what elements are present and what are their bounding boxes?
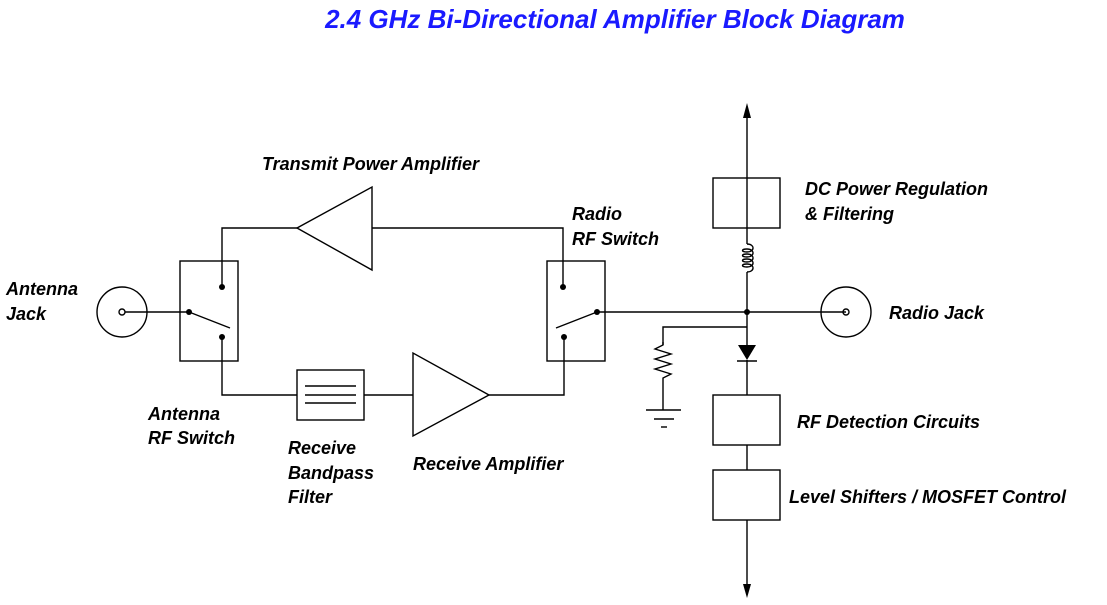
ground-icon bbox=[646, 409, 681, 428]
radio-jack bbox=[820, 286, 872, 338]
radio-rf-switch bbox=[546, 260, 606, 362]
resistor-icon bbox=[652, 342, 674, 410]
inductor-icon bbox=[741, 228, 754, 312]
receive-amplifier bbox=[412, 351, 491, 438]
label-antenna-rf-switch-line1: Antenna bbox=[147, 404, 220, 424]
diagram-title: 2.4 GHz Bi-Directional Amplifier Block D… bbox=[324, 4, 905, 34]
arrow-up-icon bbox=[743, 103, 751, 118]
label-receive-amplifier: Receive Amplifier bbox=[413, 454, 564, 474]
label-radio-rf-switch-line2: RF Switch bbox=[572, 229, 659, 249]
wire-resistor-to-diode bbox=[662, 326, 747, 345]
wire-rx-amp-to-radio-switch bbox=[489, 337, 565, 396]
transmit-power-amplifier bbox=[295, 185, 373, 272]
wire-tx-to-antenna-switch bbox=[221, 227, 297, 287]
label-dc-power-regulation-line1: DC Power Regulation bbox=[805, 179, 988, 199]
label-receive-bandpass-filter-line3: Filter bbox=[288, 487, 333, 507]
wire-antenna-switch-to-filter bbox=[221, 337, 297, 396]
label-antenna-rf-switch-line2: RF Switch bbox=[148, 428, 235, 448]
label-antenna-jack-line2: Jack bbox=[6, 304, 47, 324]
label-level-shifters: Level Shifters / MOSFET Control bbox=[789, 487, 1067, 507]
antenna-rf-switch bbox=[179, 260, 239, 362]
label-dc-power-regulation-line2: & Filtering bbox=[805, 204, 894, 224]
label-receive-bandpass-filter-line2: Bandpass bbox=[288, 463, 374, 483]
receive-bandpass-filter bbox=[296, 369, 365, 421]
diode-icon bbox=[737, 345, 757, 395]
wire-radio-switch-to-tx bbox=[372, 227, 564, 287]
label-radio-jack: Radio Jack bbox=[889, 303, 985, 323]
label-antenna-jack-line1: Antenna bbox=[5, 279, 78, 299]
rf-detection-circuits-block bbox=[712, 394, 781, 446]
level-shifters-block bbox=[712, 469, 781, 521]
label-radio-rf-switch-line1: Radio bbox=[572, 204, 622, 224]
label-transmit-power-amplifier: Transmit Power Amplifier bbox=[262, 154, 480, 174]
label-rf-detection-circuits: RF Detection Circuits bbox=[797, 412, 980, 432]
arrow-down-icon bbox=[743, 584, 751, 598]
label-receive-bandpass-filter-line1: Receive bbox=[288, 438, 356, 458]
